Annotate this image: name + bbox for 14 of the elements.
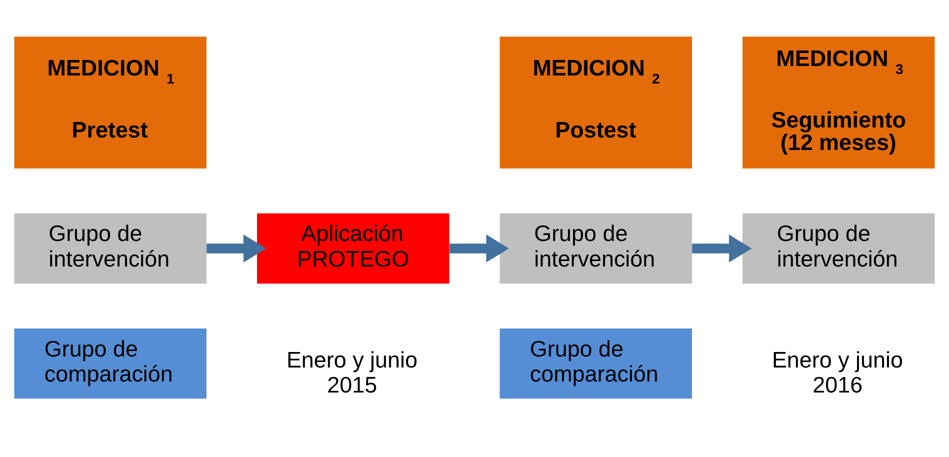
arrow [449, 234, 509, 262]
label: Enero y junio 2016 [772, 347, 903, 398]
arrow [692, 234, 752, 262]
node-box: Grupo de comparación [14, 328, 206, 399]
arrow [206, 234, 266, 262]
node-box: MEDICION $_{3}$ Seguimiento (12 meses) [742, 36, 935, 169]
node-box: Grupo de intervención [14, 213, 206, 284]
node-box: Aplicación PROTEGO [257, 213, 450, 284]
node-box: MEDICION $_{2}$ Postest [500, 36, 692, 169]
label: Enero y junio 2015 [286, 347, 418, 398]
node-box: MEDICION $_{1}$ Pretest [14, 36, 206, 169]
node-box: Grupo de intervención [500, 213, 692, 284]
node-box: Grupo de intervención [742, 213, 935, 284]
node-box: Grupo de comparación [500, 328, 692, 399]
